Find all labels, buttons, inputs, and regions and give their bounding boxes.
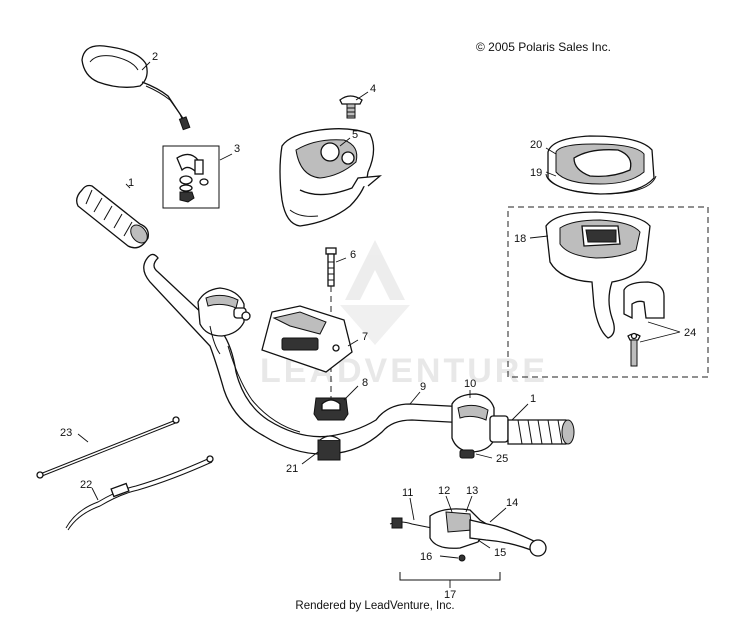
callout-4: 4: [370, 83, 376, 95]
callout-12: 12: [438, 485, 450, 497]
clamp-block-8[interactable]: [313, 397, 349, 421]
callout-20: 20: [530, 139, 542, 151]
callout-8: 8: [362, 377, 368, 389]
callout-10: 10: [464, 378, 476, 390]
callout-11: 11: [402, 487, 413, 499]
mirror-bracket-kit[interactable]: [162, 145, 220, 209]
headlight-housing[interactable]: [279, 128, 383, 227]
callout-9: 9: [420, 381, 426, 393]
callout-19: 19: [530, 167, 542, 179]
callout-6: 6: [350, 249, 356, 261]
lever-assembly[interactable]: [389, 508, 547, 581]
callout-17: 17: [444, 589, 456, 601]
callout-1-left: 1: [128, 177, 134, 189]
wire-harness-22[interactable]: [65, 455, 214, 531]
callout-14: 14: [506, 497, 518, 509]
leader-lines: [77, 61, 681, 588]
handlebar[interactable]: [143, 253, 487, 455]
copyright-notice: © 2005 Polaris Sales Inc.: [476, 40, 611, 54]
callout-25: 25: [496, 453, 508, 465]
callout-13: 13: [466, 485, 478, 497]
callout-5: 5: [352, 129, 358, 141]
clamp-block-21[interactable]: [317, 435, 341, 461]
callout-16: 16: [420, 551, 432, 563]
switch-housing-10[interactable]: [451, 393, 495, 459]
callout-18: 18: [514, 233, 526, 245]
callout-24: 24: [684, 327, 696, 339]
throttle-housing[interactable]: [197, 287, 251, 355]
mirror[interactable]: [81, 45, 191, 131]
screw-4[interactable]: [339, 95, 363, 119]
callout-23: 23: [60, 427, 72, 439]
callout-21: 21: [286, 463, 298, 475]
clamp-plate-7[interactable]: [261, 305, 353, 373]
callout-22: 22: [80, 479, 92, 491]
grip-left[interactable]: [76, 184, 151, 249]
bolt-6[interactable]: [325, 247, 337, 400]
callout-2: 2: [152, 51, 158, 63]
cable-23[interactable]: [36, 416, 180, 479]
instrument-pod-lid-20[interactable]: [547, 135, 655, 195]
mount-bracket-24[interactable]: [623, 281, 665, 367]
instrument-pod-18[interactable]: [545, 211, 651, 339]
callout-labels: 1 1 2 3 4 5 6 7 8 9 10 11 12 13 14 15 16…: [60, 51, 696, 601]
footer-credit: Rendered by LeadVenture, Inc.: [295, 600, 455, 612]
callout-15: 15: [494, 547, 506, 559]
assembly-box: [507, 206, 709, 378]
callout-3: 3: [234, 143, 240, 155]
gasket-19[interactable]: [545, 173, 657, 195]
callout-7: 7: [362, 331, 368, 343]
grip-right[interactable]: [489, 415, 575, 445]
callout-1-right: 1: [530, 393, 536, 405]
